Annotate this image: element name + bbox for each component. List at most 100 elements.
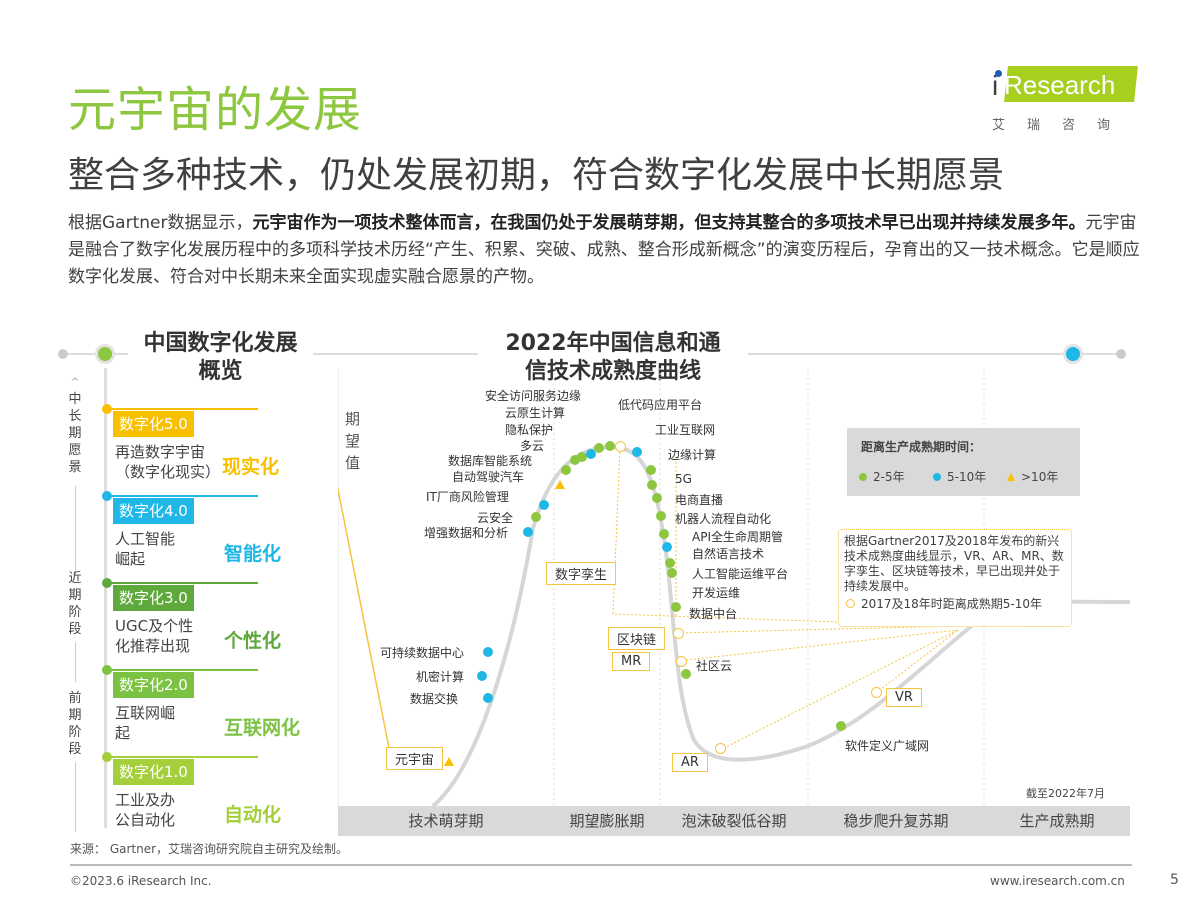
era-line [108,408,258,410]
point-label: 社区云 [696,659,733,673]
point-marker [561,465,571,475]
copyright: ©2023.6 iResearch Inc. [70,874,212,888]
tech-label-box: 元宇宙 [386,747,444,770]
legend-title: 距离生产成熟期时间： [861,440,982,454]
page-subtitle: 整合多种技术，仍处发展初期，符合数字化发展中长期愿景 [68,155,1005,196]
era-line [108,669,258,671]
axis-text: 近期阶段 [68,571,82,637]
point-label: API全生命周期管 [692,530,783,544]
point-marker [681,669,691,679]
point-label: 云安全 [477,511,514,525]
point-marker [647,480,657,490]
point-label: IT厂商风险管理 [426,490,509,504]
axis-text: 前期阶段 [68,691,82,757]
era-name: 现实化 [222,456,280,478]
era-tag: 数字化4.0 [113,498,194,524]
era-line [108,495,258,497]
era-name: 个性化 [224,630,282,652]
point-marker [632,447,642,457]
historical-marker [871,687,882,698]
point-label: 开发运维 [692,586,741,600]
left-title-line1: 中国数字化发展 [143,331,298,356]
para-part2: 元宇宙是融合了数字化发展历程中的多项科学技术历经“产生、积累、突破、成熟、整合形… [68,213,1140,287]
point-label: 数据中台 [689,607,738,621]
point-marker [665,558,675,568]
tech-label-box: MR [612,652,651,671]
node-dot-blue [1063,344,1083,364]
era-dot [102,665,112,675]
phase-label: 期望膨胀期 [569,812,645,830]
logo-text: Research [1004,70,1116,100]
point-label: 机器人流程自动化 [675,512,772,526]
left-title-line2: 概览 [198,359,243,384]
point-marker-triangle [555,480,565,489]
point-marker [523,527,533,537]
era-dot [102,404,112,414]
point-label: 边缘计算 [668,448,717,462]
historical-marker [676,656,687,667]
point-label: 人工智能运维平台 [692,567,789,581]
point-marker [652,493,662,503]
era-tag: 数字化3.0 [113,585,194,611]
point-marker [667,568,677,578]
para-part1: 根据Gartner数据显示， [68,213,253,233]
logo-cn: 艾瑞咨询 [992,118,1133,133]
historical-marker [615,441,626,452]
legend-item-2-5: 2-5年 [859,468,905,485]
phase-label: 技术萌芽期 [408,812,484,830]
chart-ylabel: 期望值 [345,410,361,472]
era-dot [102,578,112,588]
axis-label-early: 前期阶段 [62,690,88,758]
point-marker [577,452,587,462]
point-marker-triangle [444,757,454,766]
point-marker [483,647,493,657]
tech-label-box: VR [886,688,922,707]
point-marker [483,693,493,703]
point-label: 隐私保护 [505,423,554,437]
point-label: 自动驾驶汽车 [452,470,525,484]
point-marker [646,465,656,475]
point-marker [570,455,580,465]
point-marker [539,500,549,510]
point-label: 多云 [520,439,545,453]
era-desc: UGC及个性化推荐出现 [115,617,194,655]
point-label: 可持续数据中心 [380,646,465,660]
axis-line [75,486,76,576]
axis-line [75,762,76,832]
point-label: 云原生计算 [505,406,566,420]
chart-legend: 距离生产成熟期时间： 2-5年 5-10年 >10年 [847,428,1080,496]
timeline-bar [104,368,107,828]
era-desc: 互联网崛起 [115,704,176,742]
point-marker [662,542,672,552]
point-marker [586,449,596,459]
axis-label-recent: 近期阶段 [62,570,88,638]
note-text: 根据Gartner2017及2018年发布的新兴技术成熟度曲线显示，VR、AR、… [844,534,1064,593]
phase-label: 稳步爬升复苏期 [843,812,949,830]
era-dot [102,752,112,762]
para-bold: 元宇宙作为一项技术整体而言，在我国仍处于发展萌芽期，但支持其整合的多项技术早已出… [252,213,1086,233]
phase-bar [338,806,1130,836]
node-dot-grey-right [1116,349,1126,359]
point-marker [531,512,541,522]
point-label: 自然语言技术 [692,547,765,561]
era-tag: 数字化2.0 [113,672,194,698]
point-label: 5G [675,472,692,486]
intro-paragraph: 根据Gartner数据显示，元宇宙作为一项技术整体而言，在我国仍处于发展萌芽期，… [68,210,1148,291]
axis-label-longterm: ^ 中长期愿景 [62,374,88,476]
point-marker [605,441,615,451]
phase-label: 泡沫破裂低谷期 [681,812,787,830]
point-marker [659,529,669,539]
website-link[interactable]: www.iresearch.com.cn [990,874,1125,888]
point-label: 增强数据和分析 [424,526,509,540]
axis-line [75,642,76,682]
era-line [108,756,258,758]
era-dot [102,491,112,501]
historical-note: 根据Gartner2017及2018年发布的新兴技术成熟度曲线显示，VR、AR、… [838,529,1072,627]
page-title: 元宇宙的发展 [68,82,363,138]
point-marker [477,671,487,681]
legend-item-5-10: 5-10年 [933,468,986,485]
footer-divider [70,864,1132,866]
page-number: 5 [1170,872,1179,888]
source-note: 来源： Gartner，艾瑞咨询研究院自主研究及绘制。 [70,842,349,856]
era-tag: 数字化1.0 [113,759,194,785]
